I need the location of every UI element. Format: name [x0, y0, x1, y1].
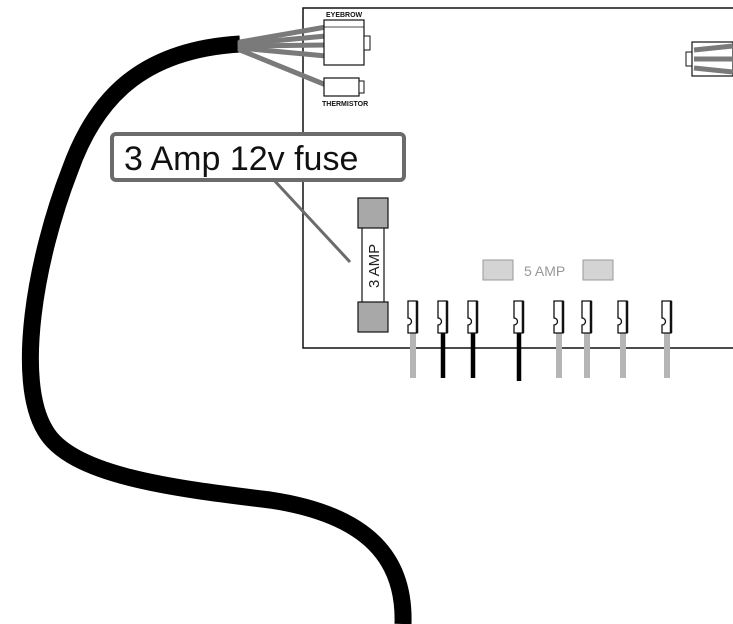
callout-box [110, 132, 406, 182]
terminal-connector [553, 300, 564, 334]
connector-wires [237, 24, 329, 88]
top-connector [323, 19, 371, 66]
fuse-5amp-label: 5 AMP [524, 263, 565, 279]
terminal-connector [617, 300, 628, 334]
fuse-5amp-slot-right [582, 259, 614, 281]
terminal-connector [407, 300, 418, 334]
terminal-connector [661, 300, 672, 334]
terminal-connector [513, 300, 524, 334]
right-connector [685, 41, 733, 77]
callout-leader [270, 176, 352, 264]
bottom-connector-label: THERMISTOR [322, 101, 368, 108]
terminal-connector [437, 300, 448, 334]
fuse-3amp-label: 3 AMP [366, 244, 383, 288]
top-connector-label: EYEBROW [326, 12, 363, 19]
terminal-connector [581, 300, 592, 334]
terminal-row [407, 300, 673, 381]
callout-text: 3 Amp 12v fuse [124, 140, 358, 178]
bottom-connector [323, 77, 365, 97]
terminal-connector [467, 300, 478, 334]
fuse-5amp-slot-left [482, 259, 514, 281]
fuse-3amp [357, 197, 389, 333]
main-cable [21, 35, 412, 624]
